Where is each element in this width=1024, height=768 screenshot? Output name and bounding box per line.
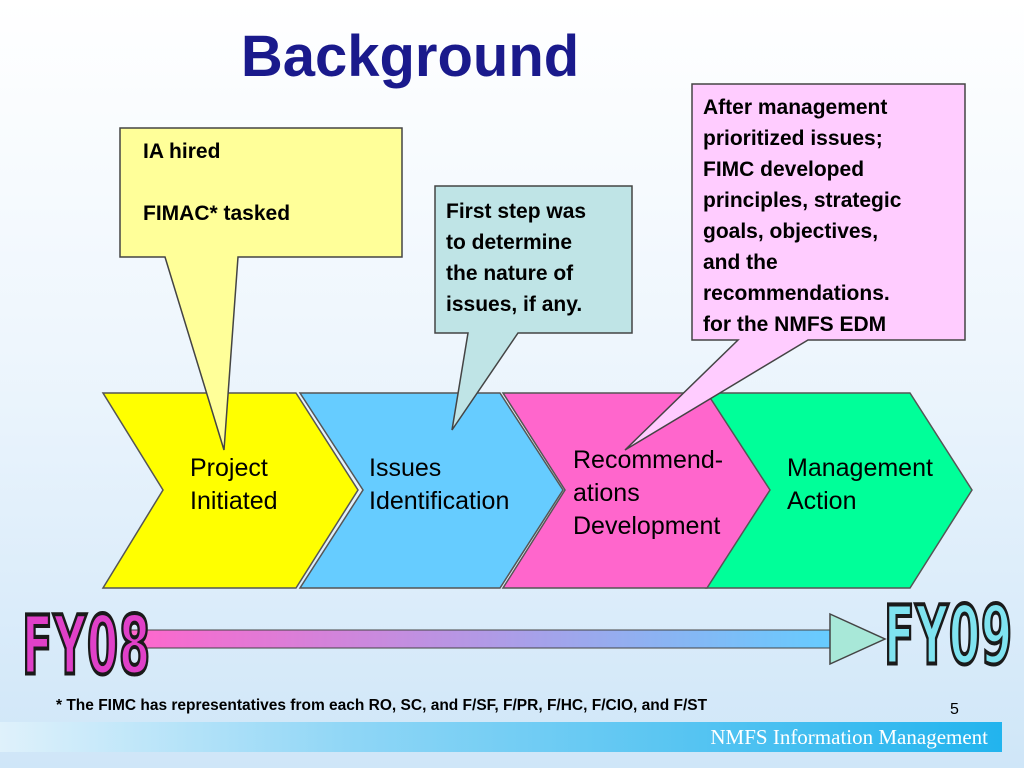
stage-chevron-project-initiated <box>101 392 359 589</box>
stage-label-project-initiated: Project Initiated <box>190 452 278 518</box>
callout-after-management <box>624 83 966 451</box>
callout-first-step-text: First step was to determine the nature o… <box>446 196 586 320</box>
stage-chevron-issues-identification <box>298 392 564 589</box>
timeline-end-label: FY09 <box>883 589 1013 684</box>
footnote: * The FIMC has representatives from each… <box>56 697 708 714</box>
stage-label-line: Identification <box>369 487 510 515</box>
callout-after-line: After management <box>703 96 888 119</box>
callout-after-line: recommendations. <box>703 282 890 305</box>
callout-after-line: for the NMFS EDM <box>703 313 887 336</box>
footer-bar: NMFS Information Management <box>0 722 1002 752</box>
callout-first-step-line: First step was <box>446 200 587 223</box>
stage-label-line: Issues <box>369 454 442 482</box>
callout-after-line: prioritized issues; <box>703 127 883 150</box>
callout-after-line: principles, strategic <box>703 189 902 212</box>
timeline-arrow <box>129 612 887 666</box>
callout-first-step-line: to determine <box>446 231 573 254</box>
callout-ia-line: FIMAC* tasked <box>143 202 291 225</box>
callout-ia-line: IA hired <box>143 140 221 163</box>
callout-after-text: After management prioritized issues; FIM… <box>703 92 901 340</box>
stage-label-issues-identification: Issues Identification <box>369 452 509 518</box>
callout-ia-text: IA hired FIMAC* tasked <box>143 136 290 229</box>
callout-first-step <box>434 185 633 431</box>
callout-after-line: goals, objectives, <box>703 220 879 243</box>
callout-after-line: FIMC developed <box>703 158 865 181</box>
stage-label-line: Development <box>573 512 721 540</box>
stage-label-line: Management <box>787 454 933 482</box>
page-number: 5 <box>950 701 959 718</box>
callout-first-step-line: issues, if any. <box>446 293 583 316</box>
stage-label-line: Initiated <box>190 487 278 515</box>
callout-ia-spacer <box>143 167 290 198</box>
stage-label-line: Project <box>190 454 268 482</box>
stage-label-line: Recommend- <box>573 446 724 474</box>
stage-label-management-action: Management Action <box>787 452 933 518</box>
callout-first-step-line: the nature of <box>446 262 574 285</box>
stage-label-recommendations-development: Recommend- ations Development <box>573 444 723 543</box>
callout-after-line: and the <box>703 251 778 274</box>
stage-label-line: Action <box>787 487 857 515</box>
timeline-start-label: FY08 <box>21 599 151 694</box>
slide-title: Background <box>240 24 580 89</box>
footer-text: NMFS Information Management <box>710 725 988 749</box>
callout-ia-hired <box>119 127 403 451</box>
stage-label-line: ations <box>573 479 640 507</box>
